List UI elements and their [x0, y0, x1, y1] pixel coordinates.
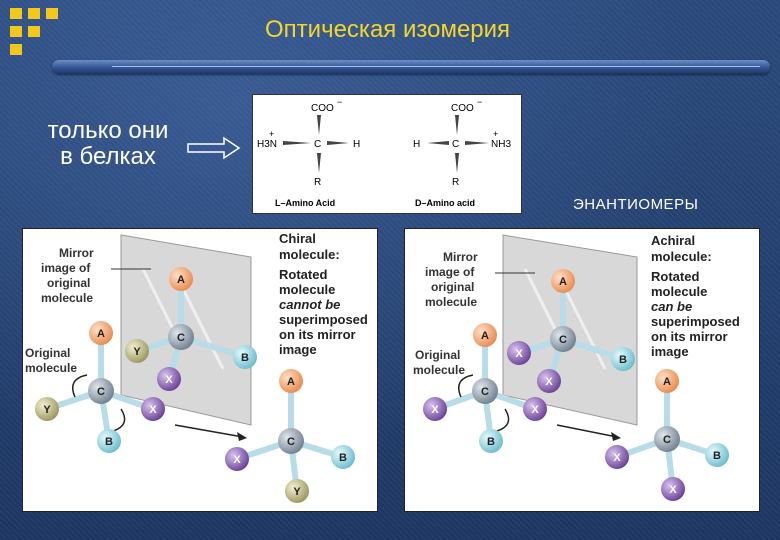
svg-text:original: original [47, 276, 90, 290]
svg-text:+: + [269, 129, 274, 139]
svg-text:image: image [279, 342, 317, 357]
enantiomers-label: ЭНАНТИОМЕРЫ [573, 196, 699, 213]
svg-text:B: B [105, 436, 113, 448]
d-amino-acid: COO − H C NH3 + R D–Amino acid [413, 97, 511, 208]
proteins-note: только они в белках [32, 118, 184, 170]
l-left-group: H3N [257, 139, 277, 150]
svg-text:on its mirror: on its mirror [651, 329, 728, 344]
svg-text:Mirror: Mirror [443, 250, 478, 264]
svg-text:Original: Original [415, 348, 460, 362]
svg-text:C: C [481, 386, 489, 398]
l-amino-acid-label: L–Amino Acid [275, 198, 335, 208]
l-center-atom: C [314, 139, 321, 150]
achiral-heading: Achiral [651, 233, 695, 248]
svg-text:superimposed: superimposed [279, 312, 368, 327]
svg-text:C: C [663, 434, 671, 446]
svg-text:molecule: molecule [41, 291, 93, 305]
slide-title: Оптическая изомерия [265, 16, 511, 43]
svg-text:molecule: molecule [25, 361, 77, 375]
svg-text:B: B [487, 436, 495, 448]
svg-text:Y: Y [293, 486, 301, 498]
svg-text:Y: Y [43, 404, 51, 416]
svg-text:image of: image of [41, 261, 91, 275]
proteins-note-line2: в белках [60, 143, 156, 170]
chiral-heading: Chiral [279, 231, 316, 246]
l-right-group: H [353, 139, 360, 150]
svg-text:B: B [339, 452, 347, 464]
title-divider [52, 60, 770, 74]
svg-text:C: C [97, 386, 105, 398]
svg-text:X: X [613, 452, 621, 464]
svg-text:Rotated: Rotated [651, 269, 699, 284]
achiral-molecule-panel: Mirror image of original molecule Origin… [404, 228, 760, 512]
svg-text:X: X [669, 484, 677, 496]
svg-text:molecule: molecule [413, 363, 465, 377]
svg-text:X: X [545, 376, 553, 388]
svg-text:A: A [559, 276, 567, 288]
d-right-group: NH3 [491, 139, 511, 150]
svg-text:original: original [431, 280, 474, 294]
svg-text:C: C [177, 332, 185, 344]
svg-text:A: A [481, 330, 489, 342]
svg-text:A: A [97, 328, 105, 340]
l-top-group: COO [311, 103, 334, 114]
svg-text:superimposed: superimposed [651, 314, 740, 329]
svg-text:−: − [477, 97, 482, 107]
svg-text:X: X [149, 404, 157, 416]
svg-text:molecule: molecule [425, 295, 477, 309]
d-top-group: COO [451, 103, 474, 114]
svg-text:X: X [531, 404, 539, 416]
svg-text:can be: can be [651, 299, 692, 314]
svg-text:B: B [241, 352, 249, 364]
amino-acid-structures: COO − H3N + C H R L–Amino Acid COO − H C… [252, 94, 522, 214]
svg-text:A: A [287, 376, 295, 388]
svg-text:Original: Original [25, 346, 70, 360]
svg-text:C: C [287, 436, 295, 448]
svg-text:A: A [663, 376, 671, 388]
svg-text:X: X [165, 374, 173, 386]
svg-text:−: − [337, 97, 342, 107]
chiral-molecule-panel: Mirror image of original molecule Origin… [22, 228, 378, 512]
svg-text:on its mirror: on its mirror [279, 327, 356, 342]
svg-text:Y: Y [133, 346, 141, 358]
svg-text:B: B [619, 354, 627, 366]
svg-text:A: A [177, 274, 185, 286]
svg-text:image: image [651, 344, 689, 359]
svg-text:+: + [493, 129, 498, 139]
svg-text:molecule:: molecule: [651, 249, 712, 264]
svg-text:X: X [233, 454, 241, 466]
svg-text:X: X [515, 348, 523, 360]
svg-text:cannot be: cannot be [279, 297, 340, 312]
svg-text:molecule:: molecule: [279, 247, 340, 262]
svg-text:molecule: molecule [651, 284, 707, 299]
svg-text:molecule: molecule [279, 282, 335, 297]
svg-text:B: B [713, 450, 721, 462]
arrow-right-icon [187, 136, 241, 160]
svg-text:X: X [431, 404, 439, 416]
svg-text:image of: image of [425, 265, 475, 279]
d-center-atom: C [452, 139, 459, 150]
d-amino-acid-label: D–Amino acid [415, 198, 475, 208]
svg-text:Mirror: Mirror [59, 246, 94, 260]
d-left-group: H [413, 139, 420, 150]
svg-text:Rotated: Rotated [279, 267, 327, 282]
proteins-note-line1: только они [47, 117, 169, 144]
l-bottom-group: R [314, 177, 321, 188]
d-bottom-group: R [452, 177, 459, 188]
logo-squares [10, 8, 74, 68]
svg-text:C: C [559, 334, 567, 346]
l-amino-acid: COO − H3N + C H R L–Amino Acid [257, 97, 360, 208]
